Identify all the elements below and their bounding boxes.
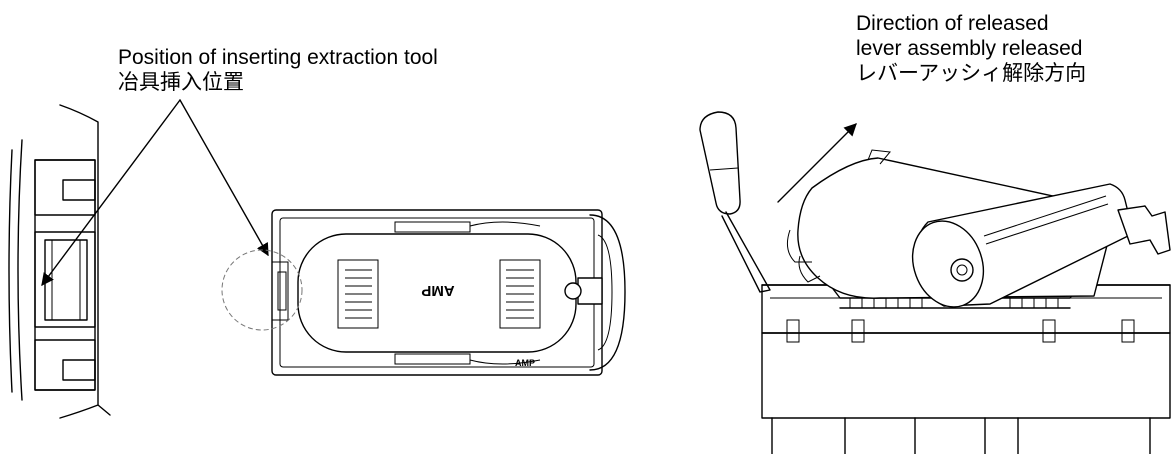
connector-top-view: AMP AMP	[222, 210, 625, 375]
leader-arrow-to-side-view	[41, 100, 180, 287]
contact-row-left	[338, 260, 378, 328]
connector-logo-bottom: AMP	[515, 358, 535, 368]
caption-release-direction-ja: レバーアッシィ解除方向	[856, 62, 1087, 85]
connector-base	[762, 285, 1170, 454]
lever-end-cap	[901, 184, 1170, 317]
leader-lines	[41, 100, 268, 287]
release-direction-arrow	[778, 123, 857, 202]
connector-release-view	[700, 112, 1170, 454]
lever-handle	[700, 112, 770, 292]
ridge-notches	[840, 298, 1070, 308]
contact-row-right	[500, 260, 540, 328]
caption-release-direction-en-2: lever assembly released	[856, 37, 1083, 60]
leader-arrow-to-top-view	[180, 100, 268, 257]
caption-insert-position-ja: 冶具挿入位置	[118, 71, 244, 94]
caption-insert-position: Position of inserting extraction tool 冶具…	[118, 45, 438, 95]
tool-insert-highlight	[222, 250, 302, 330]
connector-side-section-view	[9, 105, 110, 418]
caption-insert-position-en: Position of inserting extraction tool	[118, 46, 438, 69]
connector-logo-top: AMP	[421, 282, 454, 299]
caption-release-direction-en-1: Direction of released	[856, 12, 1049, 35]
caption-release-direction: Direction of released lever assembly rel…	[856, 11, 1086, 86]
